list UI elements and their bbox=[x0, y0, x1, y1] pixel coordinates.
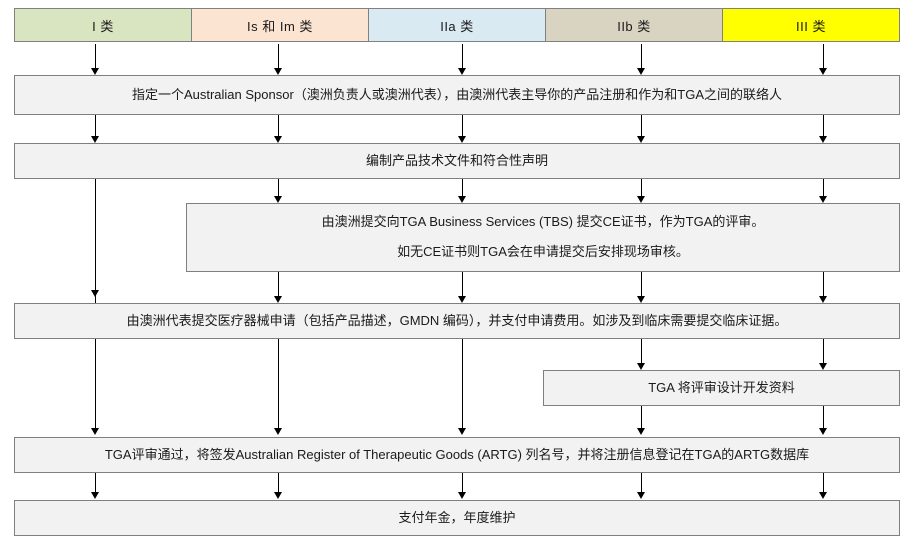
class-header-label-is-im: Is 和 Im 类 bbox=[247, 18, 313, 34]
arrowhead-ce-to-application-col3 bbox=[458, 296, 466, 303]
connector-ce-to-application-col2 bbox=[278, 272, 279, 296]
arrowhead-ce-to-application-col1 bbox=[91, 290, 99, 297]
connector-artg-to-annual-fee-col1 bbox=[95, 473, 96, 492]
arrowhead-techfile-to-ce-col4 bbox=[637, 196, 645, 203]
arrowhead-application-to-design-review-col5 bbox=[819, 363, 827, 370]
step-text-technical-file: 编制产品技术文件和符合性声明 bbox=[365, 152, 548, 168]
arrowhead-header-to-sponsor-col1 bbox=[91, 68, 99, 75]
arrowhead-artg-to-annual-fee-col3 bbox=[458, 492, 466, 499]
class-header-row: I 类 Is 和 Im 类 IIa 类 IIb 类 III 类 bbox=[14, 8, 900, 42]
connector-techfile-to-ce-col2 bbox=[278, 179, 279, 196]
step-box-design-review[interactable]: TGA 将评审设计开发资料 bbox=[543, 370, 900, 406]
step-box-annual-fee[interactable]: 支付年金，年度维护 bbox=[14, 500, 900, 536]
connector-header-to-sponsor-col4 bbox=[641, 44, 642, 68]
arrowhead-sponsor-to-techfile-col4 bbox=[637, 136, 645, 143]
class-header-cell-iia[interactable]: IIa 类 bbox=[368, 8, 546, 42]
connector-header-to-sponsor-col2 bbox=[278, 44, 279, 68]
arrowhead-application-to-design-review-col4 bbox=[637, 363, 645, 370]
arrowhead-design-review-to-artg-col5 bbox=[819, 428, 827, 435]
connector-techfile-bypass-col1 bbox=[95, 179, 96, 303]
connector-ce-to-application-col5 bbox=[823, 272, 824, 296]
connector-ce-to-application-col1 bbox=[95, 272, 96, 296]
connector-sponsor-to-techfile-col4 bbox=[641, 115, 642, 136]
class-header-label-iii: III 类 bbox=[796, 18, 826, 34]
arrowhead-header-to-sponsor-col5 bbox=[819, 68, 827, 75]
step-text-sponsor: 指定一个Australian Sponsor（澳洲负责人或澳洲代表），由澳洲代表… bbox=[131, 86, 783, 102]
arrowhead-header-to-sponsor-col3 bbox=[458, 68, 466, 75]
class-header-label-iib: IIb 类 bbox=[617, 18, 651, 34]
arrowhead-techfile-to-ce-col5 bbox=[819, 196, 827, 203]
connector-artg-to-annual-fee-col5 bbox=[823, 473, 824, 492]
step-text-ce-certificate-line1: 由澳洲提交向TGA Business Services (TBS) 提交CE证书… bbox=[321, 214, 765, 230]
step-text-artg-listing: TGA评审通过，将签发Australian Register of Therap… bbox=[104, 446, 810, 462]
connector-header-to-sponsor-col3 bbox=[462, 44, 463, 68]
step-text-ce-certificate-line2: 如无CE证书则TGA会在申请提交后安排现场审核。 bbox=[397, 244, 689, 259]
connector-techfile-to-ce-col3 bbox=[462, 179, 463, 196]
arrowhead-header-to-sponsor-col2 bbox=[274, 68, 282, 75]
step-text-device-application: 由澳洲代表提交医疗器械申请（包括产品描述，GMDN 编码），并支付申请费用。如涉… bbox=[126, 312, 788, 328]
connector-design-review-to-artg-col5 bbox=[823, 406, 824, 428]
connector-techfile-to-ce-col4 bbox=[641, 179, 642, 196]
class-header-cell-iib[interactable]: IIb 类 bbox=[545, 8, 723, 42]
arrowhead-sponsor-to-techfile-col1 bbox=[91, 136, 99, 143]
step-box-sponsor[interactable]: 指定一个Australian Sponsor（澳洲负责人或澳洲代表），由澳洲代表… bbox=[14, 75, 900, 115]
arrowhead-ce-to-application-col5 bbox=[819, 296, 827, 303]
step-box-ce-certificate[interactable]: 由澳洲提交向TGA Business Services (TBS) 提交CE证书… bbox=[186, 203, 900, 272]
arrowhead-ce-to-application-col2 bbox=[274, 296, 282, 303]
class-header-cell-iii[interactable]: III 类 bbox=[722, 8, 900, 42]
connector-sponsor-to-techfile-col5 bbox=[823, 115, 824, 136]
step-box-device-application[interactable]: 由澳洲代表提交医疗器械申请（包括产品描述，GMDN 编码），并支付申请费用。如涉… bbox=[14, 303, 900, 339]
step-text-design-review: TGA 将评审设计开发资料 bbox=[648, 379, 795, 395]
connector-artg-to-annual-fee-col2 bbox=[278, 473, 279, 492]
class-header-label-iia: IIa 类 bbox=[440, 18, 474, 34]
arrowhead-techfile-to-ce-col2 bbox=[274, 196, 282, 203]
arrowhead-ce-to-application-col4 bbox=[637, 296, 645, 303]
arrowhead-artg-to-annual-fee-col5 bbox=[819, 492, 827, 499]
connector-application-to-artg-col2 bbox=[278, 339, 279, 428]
arrowhead-application-to-artg-col3 bbox=[458, 428, 466, 435]
arrowhead-sponsor-to-techfile-col3 bbox=[458, 136, 466, 143]
arrowhead-techfile-to-ce-col3 bbox=[458, 196, 466, 203]
step-text-annual-fee: 支付年金，年度维护 bbox=[398, 509, 516, 525]
class-header-cell-is-im[interactable]: Is 和 Im 类 bbox=[191, 8, 369, 42]
connector-application-to-artg-col3 bbox=[462, 339, 463, 428]
arrowhead-sponsor-to-techfile-col2 bbox=[274, 136, 282, 143]
connector-header-to-sponsor-col1 bbox=[95, 44, 96, 68]
arrowhead-artg-to-annual-fee-col1 bbox=[91, 492, 99, 499]
connector-sponsor-to-techfile-col1 bbox=[95, 115, 96, 136]
arrowhead-design-review-to-artg-col4 bbox=[637, 428, 645, 435]
arrowhead-artg-to-annual-fee-col2 bbox=[274, 492, 282, 499]
step-box-artg-listing[interactable]: TGA评审通过，将签发Australian Register of Therap… bbox=[14, 437, 900, 473]
connector-artg-to-annual-fee-col3 bbox=[462, 473, 463, 492]
arrowhead-header-to-sponsor-col4 bbox=[637, 68, 645, 75]
connector-application-to-design-review-col5 bbox=[823, 339, 824, 363]
class-header-cell-i[interactable]: I 类 bbox=[14, 8, 192, 42]
connector-application-to-design-review-col4 bbox=[641, 339, 642, 363]
class-header-label-i: I 类 bbox=[92, 18, 114, 34]
arrowhead-sponsor-to-techfile-col5 bbox=[819, 136, 827, 143]
arrowhead-application-to-artg-col1 bbox=[91, 428, 99, 435]
connector-application-to-artg-col1 bbox=[95, 339, 96, 428]
arrowhead-application-to-artg-col2 bbox=[274, 428, 282, 435]
connector-artg-to-annual-fee-col4 bbox=[641, 473, 642, 492]
connector-sponsor-to-techfile-col2 bbox=[278, 115, 279, 136]
step-box-technical-file[interactable]: 编制产品技术文件和符合性声明 bbox=[14, 143, 900, 179]
connector-sponsor-to-techfile-col3 bbox=[462, 115, 463, 136]
connector-header-to-sponsor-col5 bbox=[823, 44, 824, 68]
connector-design-review-to-artg-col4 bbox=[641, 406, 642, 428]
connector-ce-to-application-col4 bbox=[641, 272, 642, 296]
arrowhead-artg-to-annual-fee-col4 bbox=[637, 492, 645, 499]
connector-techfile-to-ce-col5 bbox=[823, 179, 824, 196]
connector-ce-to-application-col3 bbox=[462, 272, 463, 296]
